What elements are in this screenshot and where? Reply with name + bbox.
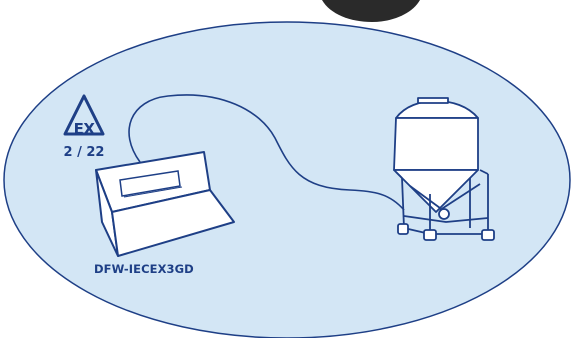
hazard-zone-ellipse (4, 22, 570, 338)
device-model-label: DFW-IECEX3GD (94, 262, 194, 276)
top-edge-dark-shape (322, 0, 420, 22)
hazard-zone-label: 2 / 22 (56, 145, 112, 160)
ex-symbol-label: EX (66, 120, 102, 138)
